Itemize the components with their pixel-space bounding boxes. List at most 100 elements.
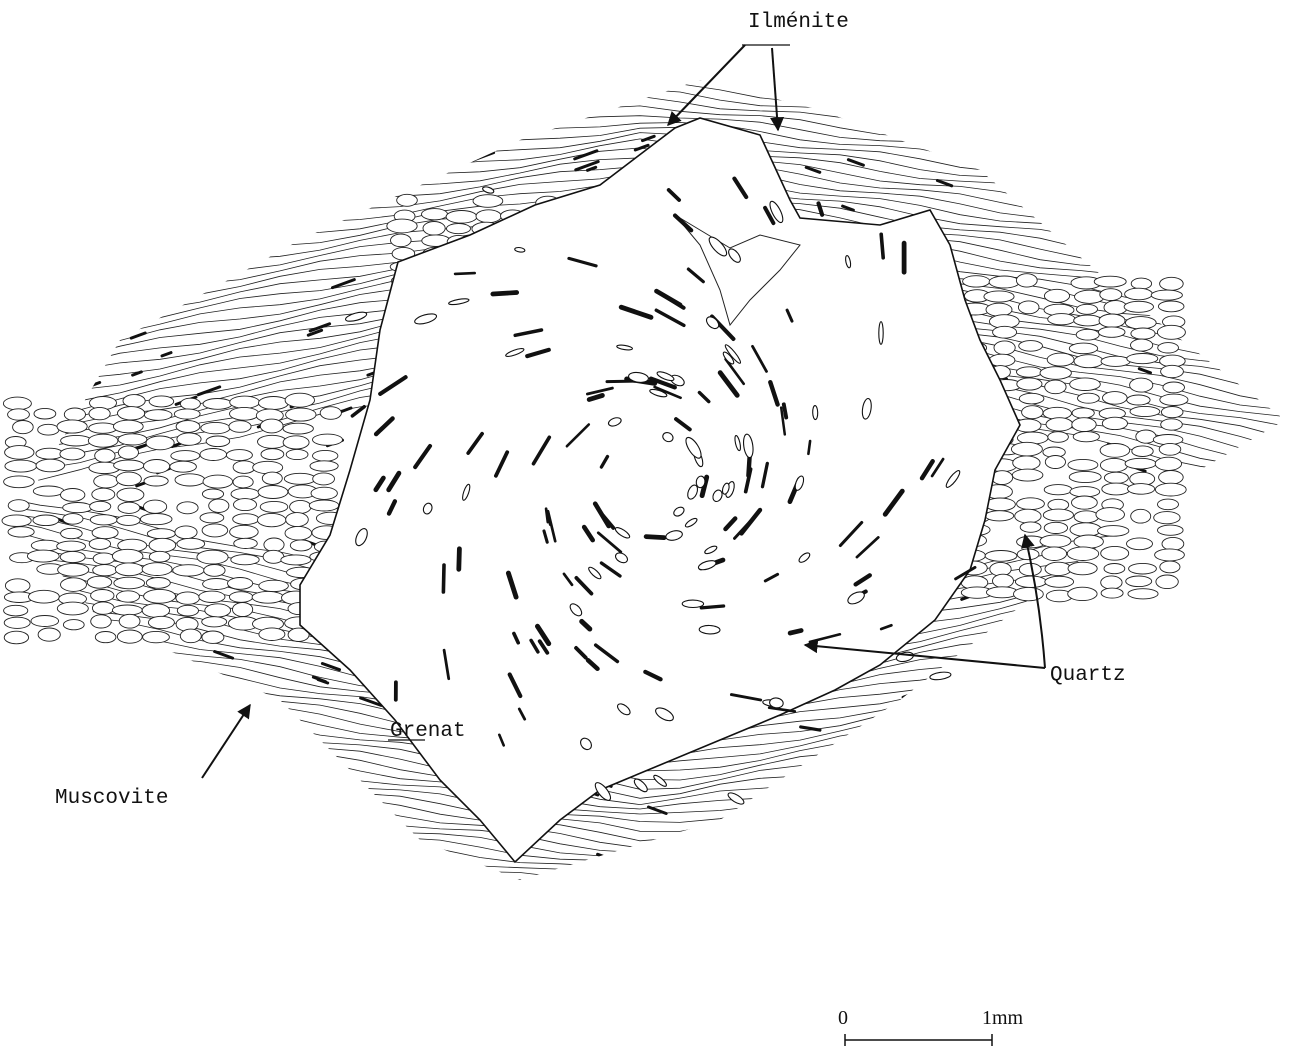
- muscovite-flake: [1115, 608, 1123, 611]
- quartz-grain: [1075, 290, 1105, 303]
- quartz-grain: [200, 449, 227, 461]
- muscovite-flake: [189, 103, 208, 110]
- quartz-grain: [231, 488, 259, 499]
- quartz-grain: [285, 393, 314, 407]
- quartz-grain: [228, 578, 253, 590]
- quartz-grain: [61, 435, 92, 446]
- quartz-grain: [89, 407, 110, 419]
- quartz-grain: [203, 579, 230, 590]
- quartz-grain: [1127, 395, 1150, 405]
- quartz-grain: [1160, 561, 1180, 573]
- quartz-grain: [89, 423, 117, 433]
- quartz-grain: [1019, 563, 1041, 575]
- quartz-grain: [230, 407, 259, 420]
- foliation-line: [0, 880, 1280, 940]
- quartz-grain: [264, 538, 284, 551]
- foliation-line: [0, 793, 1280, 865]
- muscovite-flake: [1003, 637, 1014, 641]
- quartz-grain: [259, 580, 289, 591]
- quartz-grain: [29, 590, 60, 603]
- quartz-grain: [1070, 378, 1101, 391]
- quartz-grain: [117, 591, 140, 602]
- muscovite-flake: [1232, 571, 1245, 576]
- muscovite-flake: [1139, 369, 1150, 373]
- quartz-grain: [1131, 339, 1153, 351]
- foliation-line: [0, 860, 1280, 925]
- quartz-grain: [1127, 354, 1158, 364]
- quartz-grain: [1020, 522, 1041, 532]
- quartz-grain: [446, 211, 477, 224]
- quartz-grain: [5, 460, 37, 472]
- foliation-line: [0, 854, 1280, 917]
- quartz-grain: [1042, 547, 1067, 561]
- muscovite-flake: [865, 842, 886, 850]
- quartz-grain: [63, 503, 93, 513]
- muscovite-flake: [1212, 721, 1226, 726]
- quartz-grain: [1014, 587, 1044, 600]
- quartz-grain: [119, 614, 140, 628]
- quartz-grain: [61, 528, 83, 538]
- quartz-grain: [1100, 289, 1122, 301]
- quartz-grain: [1098, 327, 1125, 337]
- muscovite-flake: [231, 95, 251, 102]
- quartz-grain: [447, 224, 471, 234]
- quartz-grain: [1124, 301, 1153, 312]
- quartz-grain: [986, 303, 1012, 316]
- quartz-grain: [1068, 562, 1097, 575]
- quartz-grain: [174, 409, 200, 419]
- quartz-grain: [123, 395, 145, 408]
- quartz-grain: [118, 502, 140, 513]
- quartz-grain: [4, 617, 30, 628]
- quartz-grain: [261, 449, 284, 460]
- muscovite-flake: [201, 210, 214, 215]
- quartz-inclusion: [482, 186, 495, 195]
- quartz-grain: [1128, 484, 1155, 495]
- quartz-grain: [202, 489, 223, 499]
- quartz-grain: [993, 326, 1017, 338]
- quartz-inclusion: [812, 406, 817, 420]
- quartz-inclusion: [652, 774, 668, 788]
- quartz-grain: [233, 603, 253, 617]
- quartz-grain: [985, 511, 1014, 521]
- quartz-grain: [963, 276, 990, 287]
- quartz-grain: [203, 399, 232, 410]
- quartz-grain: [64, 408, 85, 421]
- quartz-grain: [1103, 392, 1128, 405]
- quartz-grain: [1131, 328, 1155, 339]
- quartz-grain: [1125, 317, 1156, 329]
- foliation-line: [0, 64, 1280, 125]
- scale-bar: 0 1mm: [838, 1007, 1024, 1046]
- scale-bar-zero: 0: [838, 1007, 848, 1029]
- quartz-grain: [1047, 353, 1074, 366]
- quartz-grain: [117, 630, 142, 643]
- muscovite-flake: [31, 690, 45, 695]
- muscovite-flake: [41, 713, 55, 718]
- quartz-grain: [313, 450, 338, 461]
- foliation-line: [0, 891, 1280, 944]
- quartz-grain: [1161, 419, 1183, 430]
- muscovite-flake: [170, 292, 185, 297]
- quartz-grain: [226, 450, 252, 461]
- muscovite-flake: [329, 191, 341, 196]
- quartz-grain: [230, 525, 259, 538]
- quartz-grain: [93, 565, 117, 576]
- muscovite-flake: [1267, 588, 1287, 595]
- quartz-grain: [176, 421, 200, 433]
- quartz-grain: [231, 555, 259, 565]
- quartz-grain: [284, 473, 316, 484]
- muscovite-flake: [738, 810, 746, 813]
- muscovite-flake: [120, 823, 131, 827]
- quartz-grain: [36, 448, 63, 459]
- quartz-grain: [1045, 380, 1066, 394]
- quartz-grain: [258, 435, 287, 448]
- muscovite-flake: [172, 801, 190, 807]
- muscovite-flake: [473, 153, 494, 161]
- ilmenite-inclusion: [808, 441, 810, 454]
- quartz-grain: [147, 529, 175, 539]
- foliation-line: [0, 41, 1280, 102]
- muscovite-flake: [1154, 182, 1168, 187]
- quartz-grain: [57, 420, 87, 433]
- quartz-grain: [310, 461, 338, 471]
- quartz-grain: [259, 628, 285, 641]
- quartz-grain: [1070, 487, 1100, 497]
